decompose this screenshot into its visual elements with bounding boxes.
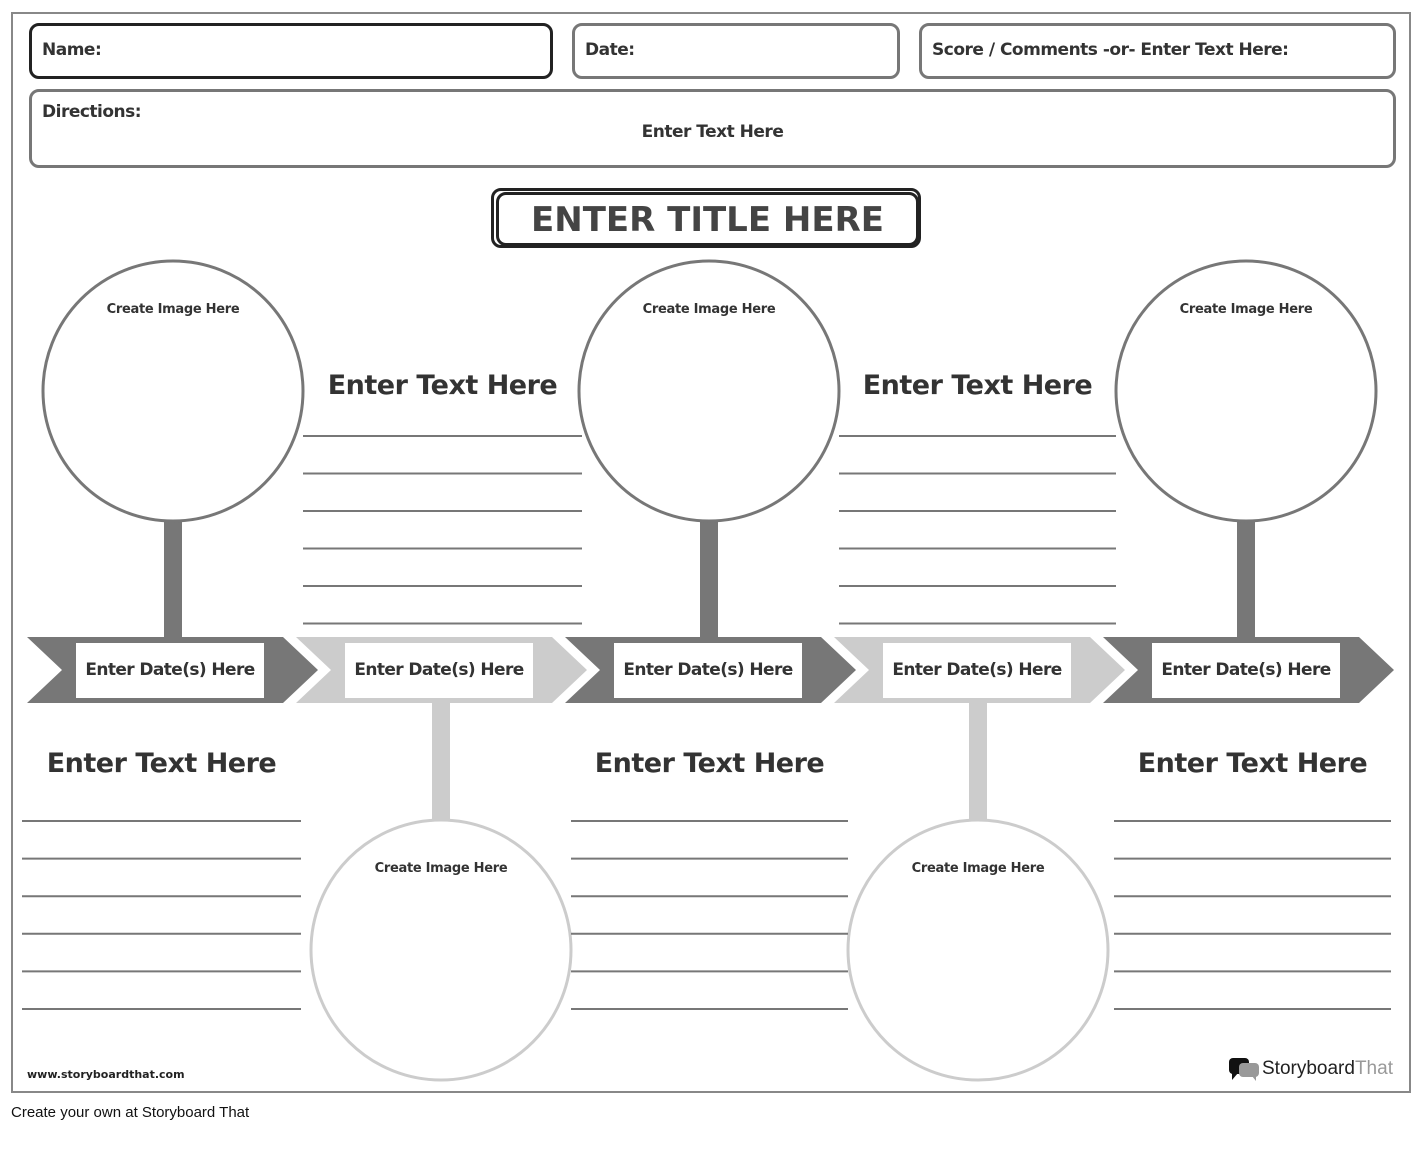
connector-stem xyxy=(700,520,718,638)
image-placeholder-label[interactable]: Create Image Here xyxy=(106,302,240,317)
logo-main: Storyboard xyxy=(1262,1058,1355,1079)
footer-caption[interactable]: Create your own at Storyboard That xyxy=(11,1104,250,1121)
text-heading[interactable]: Enter Text Here xyxy=(862,370,1093,401)
image-circle xyxy=(846,818,1110,1082)
score-field[interactable]: Score / Comments -or- Enter Text Here: xyxy=(919,23,1396,79)
date-box[interactable]: Enter Date(s) Here xyxy=(883,643,1071,698)
score-label: Score / Comments -or- Enter Text Here: xyxy=(932,40,1289,60)
image-circle xyxy=(577,259,841,523)
date-box[interactable]: Enter Date(s) Here xyxy=(345,643,533,698)
directions-field[interactable]: Directions: Enter Text Here xyxy=(29,89,1396,168)
image-circle xyxy=(41,259,305,523)
speech-bubbles-icon xyxy=(1229,1058,1259,1081)
text-heading[interactable]: Enter Text Here xyxy=(1137,748,1368,779)
directions-label: Directions: xyxy=(42,102,142,122)
connector-stem xyxy=(1237,520,1255,638)
directions-text: Enter Text Here xyxy=(641,122,784,142)
name-field[interactable]: Name: xyxy=(29,23,553,79)
image-placeholder-label[interactable]: Create Image Here xyxy=(911,861,1045,876)
image-placeholder-label[interactable]: Create Image Here xyxy=(1179,302,1313,317)
name-label: Name: xyxy=(42,40,102,60)
logo-accent: That xyxy=(1354,1058,1393,1079)
image-circle xyxy=(309,818,573,1082)
page-title[interactable]: ENTER TITLE HERE xyxy=(496,192,919,246)
text-heading[interactable]: Enter Text Here xyxy=(594,748,825,779)
title-shadow xyxy=(491,188,921,248)
image-placeholder-label[interactable]: Create Image Here xyxy=(642,302,776,317)
worksheet-frame xyxy=(11,12,1411,1093)
image-placeholder-label[interactable]: Create Image Here xyxy=(374,861,508,876)
image-circle xyxy=(1114,259,1378,523)
date-box[interactable]: Enter Date(s) Here xyxy=(76,643,264,698)
date-box[interactable]: Enter Date(s) Here xyxy=(1152,643,1340,698)
footer-url: www.storyboardthat.com xyxy=(27,1068,185,1081)
date-box[interactable]: Enter Date(s) Here xyxy=(614,643,802,698)
text-heading[interactable]: Enter Text Here xyxy=(46,748,277,779)
connector-stem xyxy=(969,703,987,821)
connector-stem xyxy=(432,703,450,821)
connector-stem xyxy=(164,520,182,638)
text-heading[interactable]: Enter Text Here xyxy=(327,370,558,401)
date-field[interactable]: Date: xyxy=(572,23,900,79)
date-label: Date: xyxy=(585,40,635,60)
